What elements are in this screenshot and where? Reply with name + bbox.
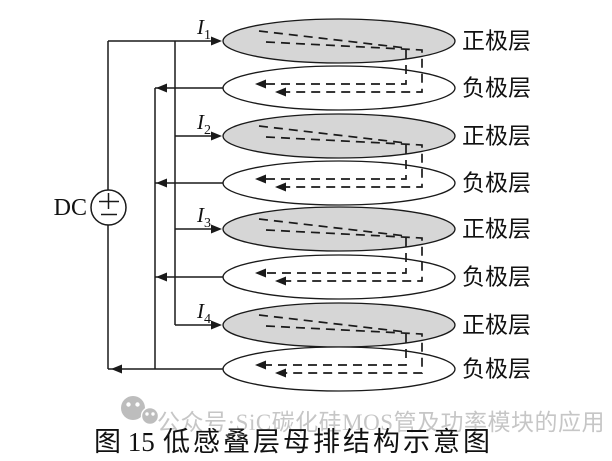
arrow-right-i2: [211, 131, 222, 141]
dashed-arrow-pair4-inner: [255, 360, 266, 370]
dashed-arrow-pair3-inner: [255, 268, 266, 278]
layer-label-3: 正极层: [462, 124, 531, 149]
figure-caption: 图 15 低感叠层母排结构示意图: [94, 427, 493, 457]
dc-source: DC: [54, 189, 127, 226]
arrow-right-i1: [211, 36, 222, 46]
wechat-icon: [121, 396, 160, 426]
dashed-path-pair3-inner: [258, 218, 407, 274]
dc-source-label: DC: [54, 195, 87, 221]
dashed-path-pair1-inner: [258, 30, 407, 85]
dashed-arrow-pair1-outer: [275, 87, 286, 97]
dashed-arrow-pair3-outer: [275, 276, 286, 286]
caption-text: 图 15 低感叠层母排结构示意图: [94, 427, 493, 457]
watermark: 公众号·SiC碳化硅MOS管及功率模块的应用: [121, 396, 605, 435]
dashed-path-pair4-outer: [265, 325, 423, 374]
layer-label-6: 负极层: [462, 265, 531, 290]
layer-label-4: 负极层: [462, 171, 531, 196]
watermark-text: 公众号·SiC碳化硅MOS管及功率模块的应用: [157, 410, 605, 435]
plus-symbol: [99, 193, 119, 209]
arrow-left-return-3: [156, 272, 167, 282]
dashed-arrow-pair4-outer: [275, 368, 286, 378]
layer-ellipse-negative-1: [222, 65, 456, 111]
layer-labels: 正极层 负极层 正极层 负极层 正极层 负极层 正极层 负极层: [462, 29, 531, 382]
layer-ellipse-negative-4: [222, 346, 456, 392]
dashed-arrow-pair2-inner: [255, 174, 266, 184]
layer-label-7: 正极层: [462, 313, 531, 338]
current-label-i2: I2: [196, 110, 211, 138]
current-label-i4: I4: [196, 299, 211, 327]
arrow-left-return-2: [156, 178, 167, 188]
arrow-left-return-1: [156, 83, 167, 93]
dashed-path-pair2-outer: [265, 136, 423, 188]
busbar-stack: [222, 18, 456, 392]
arrow-right-i4: [211, 320, 222, 330]
dashed-path-pair1-outer: [265, 41, 423, 93]
caption-title: 低感叠层母排结构示意图: [163, 427, 493, 457]
caption-number: 图 15: [94, 427, 155, 457]
layer-ellipse-negative-2: [222, 160, 456, 206]
current-labels: I1 I2 I3 I4: [196, 15, 211, 327]
layer-label-8: 负极层: [462, 357, 531, 382]
layer-ellipse-negative-3: [222, 254, 456, 300]
dashed-arrow-pair1-inner: [255, 79, 266, 89]
current-label-i3: I3: [196, 203, 211, 231]
arrow-right-i3: [211, 224, 222, 234]
circuit-wires: [107, 36, 223, 374]
arrow-left-return-bottom: [111, 364, 122, 374]
dashed-path-pair2-inner: [258, 125, 407, 180]
dashed-arrow-pair2-outer: [275, 182, 286, 192]
dashed-path-pair3-outer: [265, 229, 423, 282]
laminated-current-paths: [255, 30, 423, 378]
current-label-i1: I1: [196, 15, 211, 43]
layer-label-2: 负极层: [462, 76, 531, 101]
dc-source-circle: [90, 189, 127, 226]
layer-label-5: 正极层: [462, 217, 531, 242]
layer-label-1: 正极层: [462, 29, 531, 54]
